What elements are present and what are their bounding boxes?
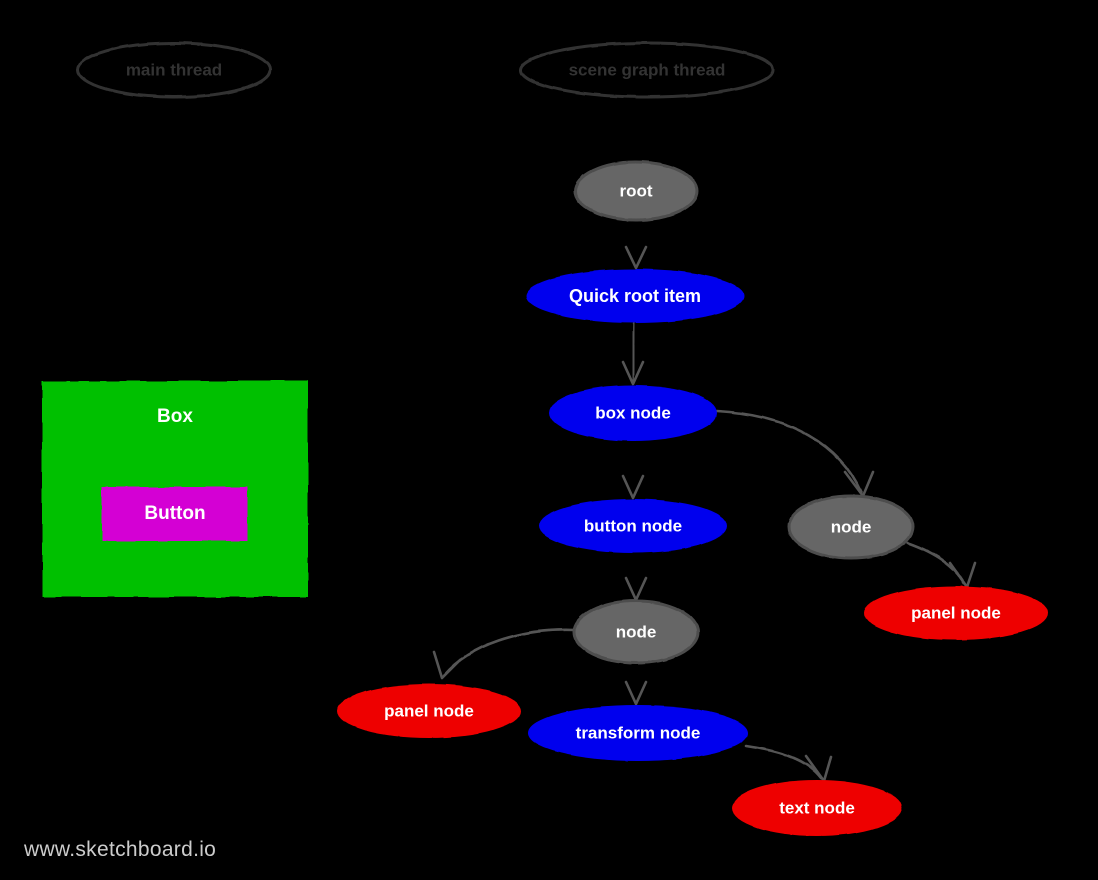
node-button-node-ellipse[interactable] bbox=[539, 499, 727, 553]
node-panel-node-left[interactable]: panel node bbox=[337, 684, 521, 738]
node-text-node[interactable]: text node bbox=[732, 780, 902, 836]
edge-box-node-to-node-right-arrowhead-icon bbox=[843, 470, 875, 498]
node-box-node[interactable]: box node bbox=[549, 385, 717, 441]
thread-boundary-main-thread: main thread bbox=[76, 41, 272, 99]
node-node-right[interactable]: node bbox=[787, 494, 915, 560]
edge-box-node-to-node-right-line bbox=[715, 409, 863, 494]
node-quick-root-item-label: Quick root item bbox=[569, 286, 701, 306]
node-text-node-ellipse[interactable] bbox=[732, 780, 902, 836]
edge-transform-node-to-text-node bbox=[744, 744, 833, 783]
edge-node-center-to-panel-node-left bbox=[432, 628, 577, 680]
thread-boundary-scene-graph-thread: scene graph thread bbox=[519, 41, 775, 99]
node-panel-node-left-ellipse[interactable] bbox=[337, 684, 521, 738]
node-node-center[interactable]: node bbox=[572, 599, 700, 665]
edge-box-node-to-button-node-arrowhead-icon bbox=[621, 474, 645, 500]
node-quick-root-item-ellipse[interactable] bbox=[526, 269, 744, 323]
node-transform-node-label: transform node bbox=[576, 723, 701, 742]
edge-button-node-to-node-center bbox=[624, 551, 648, 602]
edge-node-right-to-panel-node-right-arrowhead-icon bbox=[948, 561, 977, 589]
sketchboard-watermark: www.sketchboard.io bbox=[23, 838, 216, 861]
edge-box-node-to-button-node bbox=[621, 440, 645, 500]
node-node-center-label: node bbox=[616, 622, 657, 641]
node-root[interactable]: root bbox=[573, 160, 699, 222]
node-button-node[interactable]: button node bbox=[539, 499, 727, 553]
node-node-right-label: node bbox=[831, 517, 872, 536]
edge-root-to-quick-root-item-arrowhead-icon bbox=[624, 245, 648, 270]
box-rect-label: Box bbox=[157, 406, 193, 427]
main-thread-outline bbox=[76, 41, 272, 99]
edge-node-center-to-panel-node-left-line bbox=[442, 628, 577, 677]
node-node-right-ellipse[interactable] bbox=[787, 494, 915, 560]
node-text-node-label: text node bbox=[779, 798, 855, 817]
edge-node-center-to-transform-node-arrowhead-icon bbox=[624, 680, 648, 706]
node-button-node-label: button node bbox=[584, 516, 682, 535]
edge-quick-root-item-to-box-node bbox=[621, 322, 645, 386]
node-root-label: root bbox=[619, 181, 652, 200]
edge-node-right-to-panel-node-right bbox=[906, 541, 977, 589]
button-rect-label: Button bbox=[144, 503, 205, 524]
node-quick-root-item[interactable]: Quick root item bbox=[526, 269, 744, 323]
node-transform-node[interactable]: transform node bbox=[528, 705, 748, 761]
edge-quick-root-item-to-box-node-line bbox=[631, 322, 636, 384]
node-box-node-label: box node bbox=[595, 403, 671, 422]
button-rect: Button bbox=[102, 487, 248, 541]
node-box-node-ellipse[interactable] bbox=[549, 385, 717, 441]
button-rect-fill bbox=[102, 487, 248, 541]
edge-node-right-to-panel-node-right-line bbox=[906, 541, 966, 585]
thread-boundaries: main thread scene graph thread bbox=[76, 41, 775, 99]
node-node-center-ellipse[interactable] bbox=[572, 599, 700, 665]
scene-graph-thread-outline bbox=[519, 41, 775, 99]
edge-root-to-quick-root-item bbox=[624, 219, 648, 270]
edge-node-center-to-panel-node-left-arrowhead-icon bbox=[432, 650, 462, 680]
scene-graph-thread-label: scene graph thread bbox=[569, 60, 726, 79]
node-panel-node-right[interactable]: panel node bbox=[864, 586, 1048, 640]
node-panel-node-right-label: panel node bbox=[911, 603, 1001, 622]
edge-node-center-to-transform-node bbox=[624, 661, 648, 706]
edge-box-node-to-node-right bbox=[715, 409, 875, 498]
edges bbox=[432, 219, 977, 783]
node-panel-node-left-label: panel node bbox=[384, 701, 474, 720]
edge-quick-root-item-to-box-node-arrowhead-icon bbox=[621, 360, 645, 386]
main-thread-label: main thread bbox=[126, 60, 222, 79]
node-transform-node-ellipse[interactable] bbox=[528, 705, 748, 761]
node-panel-node-right-ellipse[interactable] bbox=[864, 586, 1048, 640]
node-root-ellipse[interactable] bbox=[573, 160, 699, 222]
